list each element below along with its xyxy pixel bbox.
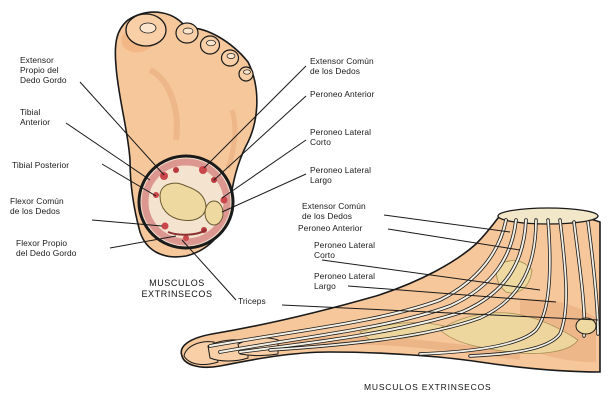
label-flexor-propio-dedo-gordo: Flexor Propio del Dedo Gordo <box>16 238 77 258</box>
label-peroneo-anterior-right: Peroneo Anterior <box>298 223 362 233</box>
label-flexor-comun-dedos: Flexor Común de los Dedos <box>10 196 64 216</box>
left-caption: MUSCULOS EXTRINSECOS <box>122 278 232 300</box>
label-extensor-propio-dedo-gordo: Extensor Propio del Dedo Gordo <box>20 55 67 85</box>
label-peroneo-lateral-corto-right: Peroneo Lateral Corto <box>314 240 375 260</box>
label-tibial-anterior: Tibial Anterior <box>20 107 50 127</box>
label-peroneo-lateral-largo-right: Peroneo Lateral Largo <box>314 271 375 291</box>
label-triceps: Triceps <box>238 296 266 306</box>
label-extensor-comun-dedos-left: Extensor Común de los Dedos <box>310 56 374 76</box>
label-peroneo-anterior-left: Peroneo Anterior <box>310 89 374 99</box>
fibula-section <box>205 201 223 225</box>
label-extensor-comun-dedos-right: Extensor Común de los Dedos <box>302 201 366 221</box>
label-peroneo-lateral-largo-left: Peroneo Lateral Largo <box>310 165 371 185</box>
left-foot-drawing <box>115 12 257 257</box>
right-caption: MUSCULOS EXTRINSECOS <box>364 382 491 393</box>
label-peroneo-lateral-corto-left: Peroneo Lateral Corto <box>310 127 371 147</box>
label-tibial-posterior: Tibial Posterior <box>12 160 69 170</box>
